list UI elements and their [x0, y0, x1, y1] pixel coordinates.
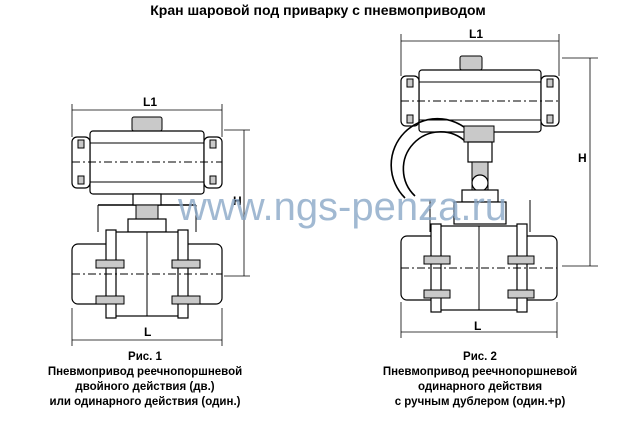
bracket-2 [429, 200, 531, 232]
dimension-label-l-1: L [144, 325, 151, 339]
figure-1-caption-line-2: двойного действия (дв.) [75, 381, 215, 393]
dimension-label-h-1: H [233, 194, 242, 208]
dimension-label-l1-1: L1 [143, 95, 157, 109]
actuator-2 [400, 55, 560, 133]
dimension-label-h-2: H [578, 151, 587, 165]
figure-2-drawing: L1 L H [390, 27, 598, 338]
dimension-label-l-2: L [474, 319, 481, 333]
figure-1-caption: Рис. 1 Пневмопривод реечнопоршневой двой… [20, 350, 270, 410]
dimensions-2: L1 L H [400, 27, 598, 338]
valve-body-1 [71, 229, 223, 319]
figure-2-number: Рис. 2 [463, 351, 497, 363]
actuator-1 [71, 116, 223, 195]
figure-1-drawing: L1 L H [71, 95, 250, 346]
valve-body-2 [400, 223, 558, 313]
figure-1-number: Рис. 1 [128, 351, 162, 363]
manual-override-handwheel [390, 117, 507, 225]
dimension-label-l1-2: L1 [469, 27, 483, 41]
page-title: Кран шаровой под приварку с пневмопривод… [150, 2, 486, 18]
bracket-1 [97, 193, 197, 233]
figure-2-caption: Рис. 2 Пневмопривод реечнопоршневой один… [345, 350, 615, 410]
dimensions-1: L1 L H [71, 95, 250, 346]
watermark: www.ngs-penza.ru [177, 185, 507, 229]
figure-2-caption-line-1: Пневмопривод реечнопоршневой [382, 366, 578, 378]
figure-2-caption-line-2: одинарного действия [417, 381, 543, 393]
figure-1-caption-line-3: или одинарного действия (один.) [49, 396, 241, 408]
figure-1-caption-line-1: Пневмопривод реечнопоршневой [47, 366, 243, 378]
figure-2-caption-line-3: с ручным дублером (один.+р) [394, 396, 566, 408]
